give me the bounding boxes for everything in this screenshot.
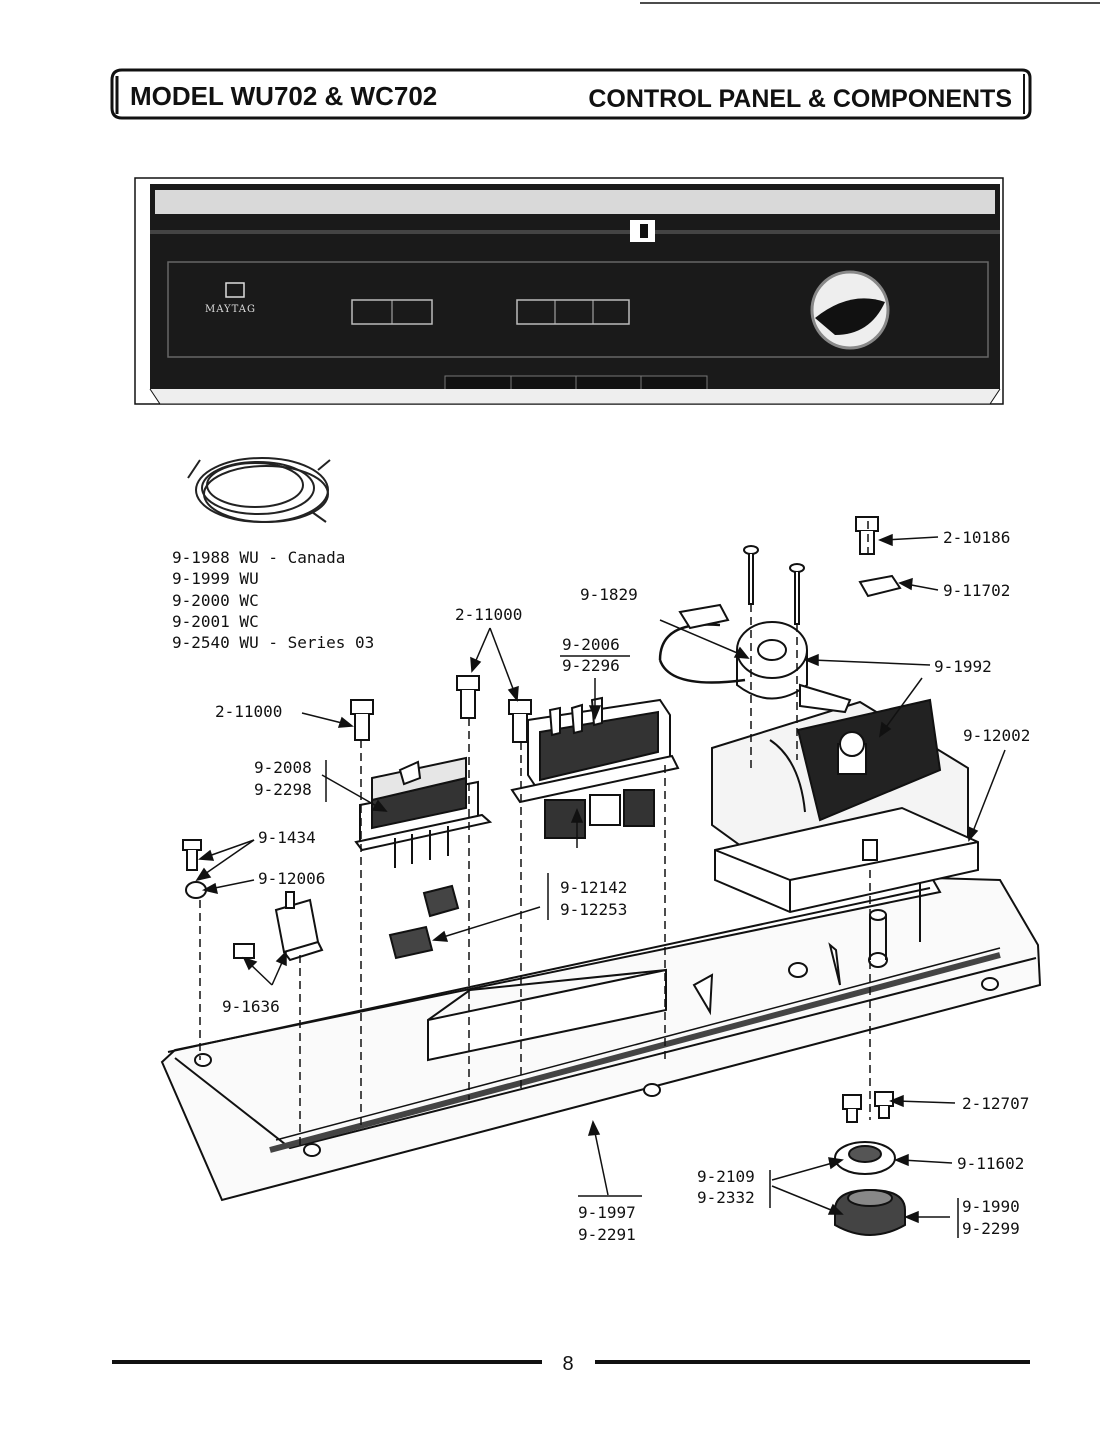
assembly-guide-lines: [199, 518, 871, 1145]
wire-harness-icon: [187, 457, 331, 523]
label-9-2291: 9-2291: [578, 1225, 636, 1244]
label-9-2298: 9-2298: [254, 780, 312, 799]
svg-text:9-2540 WU - Series 03: 9-2540 WU - Series 03: [172, 633, 374, 652]
part-number-labels: 2-10186 9-11702 9-1829 9-1992 9-2006 9-2…: [215, 528, 1030, 1244]
switch-center-icon: [510, 696, 680, 839]
label-9-1992: 9-1992: [934, 657, 992, 676]
label-2-10186: 2-10186: [943, 528, 1010, 547]
bracket-bars: [325, 655, 959, 1238]
switch-left-icon: [354, 756, 493, 868]
page-number: 8: [562, 1353, 573, 1375]
label-9-11602: 9-11602: [957, 1154, 1024, 1173]
label-9-2008: 9-2008: [254, 758, 312, 777]
console-base: [160, 876, 1042, 1202]
harness-part-numbers: 9-1988 WU - Canada 9-1999 WU 9-2000 WC 9…: [172, 548, 374, 652]
label-9-11702: 9-11702: [943, 581, 1010, 600]
control-panel-illustration: MAYTAG: [134, 177, 1004, 405]
label-9-1829: 9-1829: [580, 585, 638, 604]
svg-text:9-2001 WC: 9-2001 WC: [172, 612, 259, 631]
label-9-1636: 9-1636: [222, 997, 280, 1016]
label-9-2296: 9-2296: [562, 656, 620, 675]
label-9-2109: 9-2109: [697, 1167, 755, 1186]
label-9-1434: 9-1434: [258, 828, 316, 847]
model-title: MODEL WU702 & WC702: [130, 81, 437, 111]
timer-assembly: [711, 698, 979, 914]
label-2-12707: 2-12707: [962, 1094, 1029, 1113]
brand-logo-text: MAYTAG: [205, 304, 256, 315]
label-2-11000-single: 2-11000: [215, 702, 282, 721]
knob-icons: [834, 1141, 906, 1236]
label-9-2332: 9-2332: [697, 1188, 755, 1207]
svg-text:9-1999 WU: 9-1999 WU: [172, 569, 259, 588]
section-title: CONTROL PANEL & COMPONENTS: [588, 85, 1012, 113]
label-9-12142: 9-12142: [560, 878, 627, 897]
timer-motor-icon: [658, 603, 852, 714]
leader-lines: [195, 533, 1006, 1224]
label-9-12006: 9-12006: [258, 869, 325, 888]
label-9-12253: 9-12253: [560, 900, 627, 919]
svg-text:9-2000 WC: 9-2000 WC: [172, 591, 259, 610]
label-9-1997: 9-1997: [578, 1203, 636, 1222]
screw-icons: [182, 516, 902, 1123]
label-9-12002: 9-12002: [963, 726, 1030, 745]
svg-text:9-1988 WU - Canada: 9-1988 WU - Canada: [172, 548, 345, 567]
label-9-1990: 9-1990: [962, 1197, 1020, 1216]
label-9-2299: 9-2299: [962, 1219, 1020, 1238]
relay-icon: [233, 891, 324, 962]
label-9-2006: 9-2006: [562, 635, 620, 654]
footer: 8: [112, 1353, 1030, 1375]
label-2-11000-pair: 2-11000: [455, 605, 522, 624]
header-bar: MODEL WU702 & WC702 CONTROL PANEL & COMP…: [110, 68, 1032, 120]
push-buttons-icon: [388, 884, 460, 960]
